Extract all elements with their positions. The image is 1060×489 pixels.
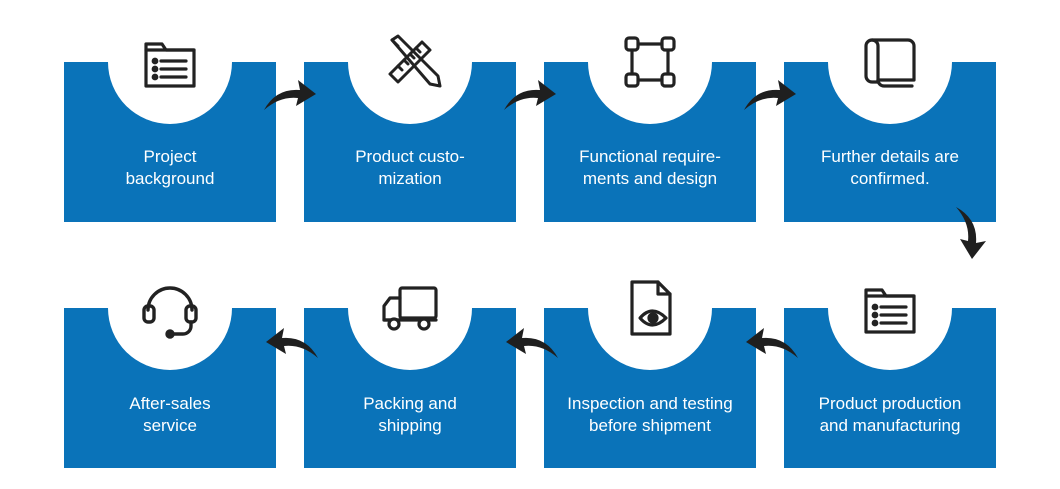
- flow-arrow-right-icon: [744, 80, 796, 110]
- list-folder-icon: [144, 42, 196, 88]
- headset-icon: [142, 286, 198, 339]
- flow-arrow-left-icon: [266, 328, 318, 358]
- step-label: Packing and shipping: [363, 394, 457, 435]
- flow-arrow-left-icon: [746, 328, 798, 358]
- step-label: Further details are confirmed.: [821, 147, 959, 188]
- step-label: Inspection and testing before shipment: [567, 394, 733, 435]
- vector-frame-icon: [624, 36, 676, 88]
- step-icon-circle: [348, 246, 472, 370]
- step-label: Functional require- ments and design: [579, 147, 721, 188]
- step-icon-circle: [828, 246, 952, 370]
- step-icon-circle: [108, 246, 232, 370]
- step-icon-circle: [828, 0, 952, 124]
- step-icon-circle: [588, 0, 712, 124]
- step-icon-circle: [348, 0, 472, 124]
- flow-arrow-left-icon: [506, 328, 558, 358]
- step-icon-circle: [588, 246, 712, 370]
- step-label: Project background: [125, 147, 215, 188]
- flow-arrow-right-icon: [504, 80, 556, 110]
- step-label: Product production and manufacturing: [818, 394, 962, 435]
- step-label: After-sales service: [129, 394, 211, 435]
- step-icon-circle: [108, 0, 232, 124]
- document-eye-icon: [630, 280, 672, 336]
- scroll-icon: [864, 38, 916, 88]
- step-label: Product custo- mization: [355, 147, 465, 188]
- truck-icon: [382, 286, 438, 331]
- list-folder-icon: [864, 288, 916, 334]
- flow-arrow-down-icon: [956, 207, 986, 259]
- flow-arrow-right-icon: [264, 80, 316, 110]
- pencil-ruler-icon: [388, 34, 442, 88]
